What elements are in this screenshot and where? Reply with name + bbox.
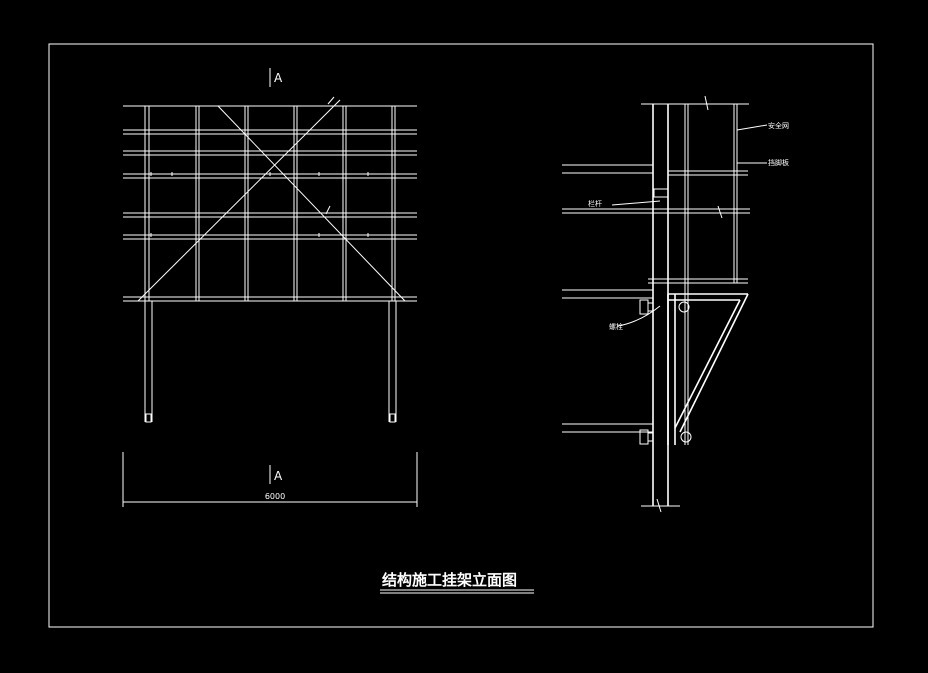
section-mark-a-top: A	[274, 71, 283, 85]
section-mark-a-bottom: A	[274, 469, 283, 483]
dimension-value: 6000	[265, 492, 285, 501]
bolt-lower-right	[680, 431, 692, 443]
label-railing: 栏杆	[588, 199, 602, 208]
clamps	[150, 172, 369, 237]
bolt-upper-right	[678, 301, 690, 313]
front-elevation: A	[122, 68, 418, 507]
horizontal-tubes	[123, 105, 417, 302]
drawing-title: 结构施工挂架立面图	[382, 571, 517, 589]
label-bolt: 螺栓	[609, 322, 623, 331]
label-safety-net: 安全网	[768, 121, 789, 130]
drawing-title-block: 结构施工挂架立面图	[380, 571, 534, 594]
label-toe-board: 挡脚板	[768, 158, 789, 167]
hanging-legs	[144, 301, 397, 423]
bolt-upper-left	[639, 299, 649, 315]
dimension-line: A 6000	[122, 452, 418, 507]
cross-bracing	[137, 96, 406, 302]
side-section: 安全网 挡脚板 栏杆 螺栓	[562, 95, 789, 513]
drawing-frame	[48, 43, 874, 628]
vertical-posts	[144, 106, 396, 301]
